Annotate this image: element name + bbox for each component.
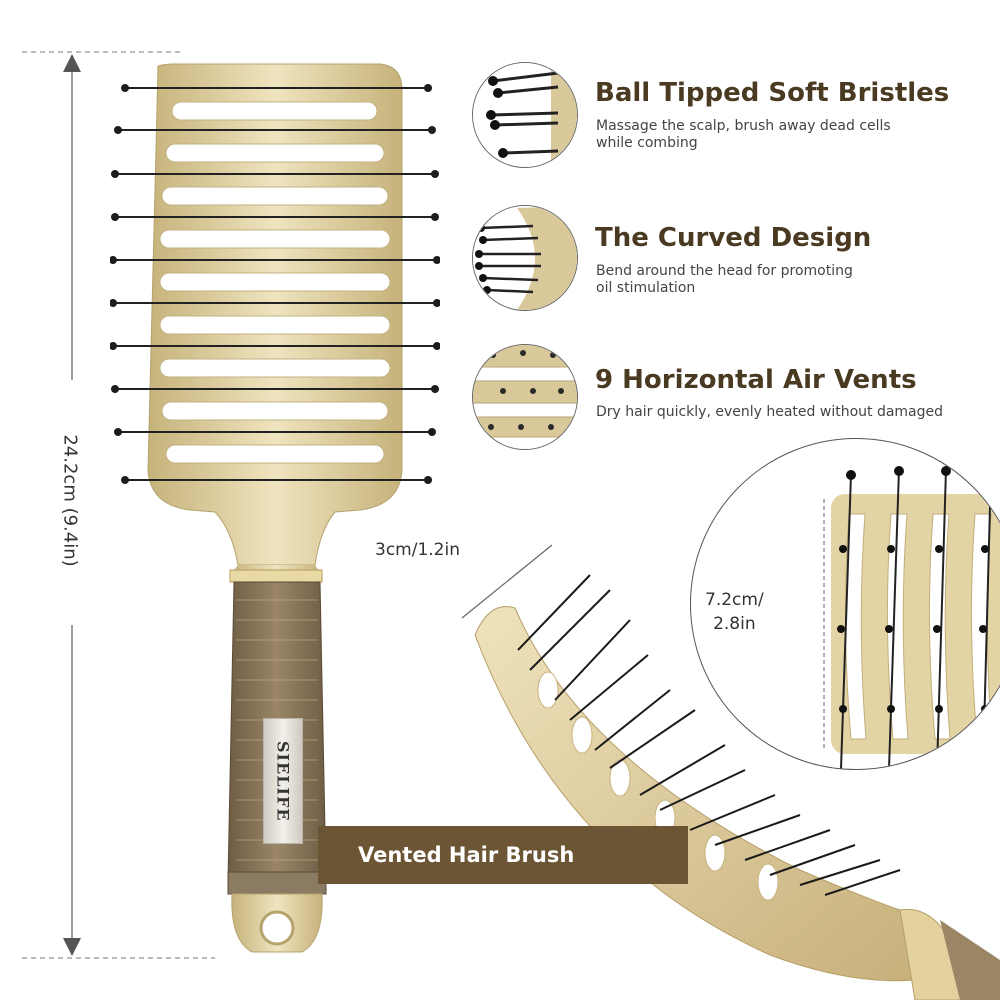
- feature-desc-bristles: Massage the scalp, brush away dead cells…: [596, 118, 891, 151]
- thickness-label: 3cm/1.2in: [375, 540, 460, 560]
- curved-profile-icon: [472, 205, 578, 311]
- feature-title-vents: 9 Horizontal Air Vents: [595, 365, 917, 395]
- curved-brush-side-view-icon: [474, 574, 1000, 1000]
- width-label: 7.2cm/2.8in: [705, 590, 764, 634]
- brand-plate: SIELIFE: [263, 718, 303, 844]
- brand-label: SIELIFE: [273, 740, 293, 822]
- air-vents-closeup-icon: [472, 344, 578, 450]
- back-vents-closeup-icon: [690, 438, 1000, 770]
- height-label: 24.2cm (9.4in): [59, 434, 81, 567]
- feature-title-bristles: Ball Tipped Soft Bristles: [595, 78, 950, 108]
- brush-illustration-icon: [110, 63, 440, 953]
- feature-title-curved: The Curved Design: [595, 223, 872, 253]
- product-name-banner: Vented Hair Brush: [318, 826, 688, 884]
- feature-desc-vents: Dry hair quickly, evenly heated without …: [596, 404, 944, 420]
- bristle-closeup-icon: [472, 62, 578, 168]
